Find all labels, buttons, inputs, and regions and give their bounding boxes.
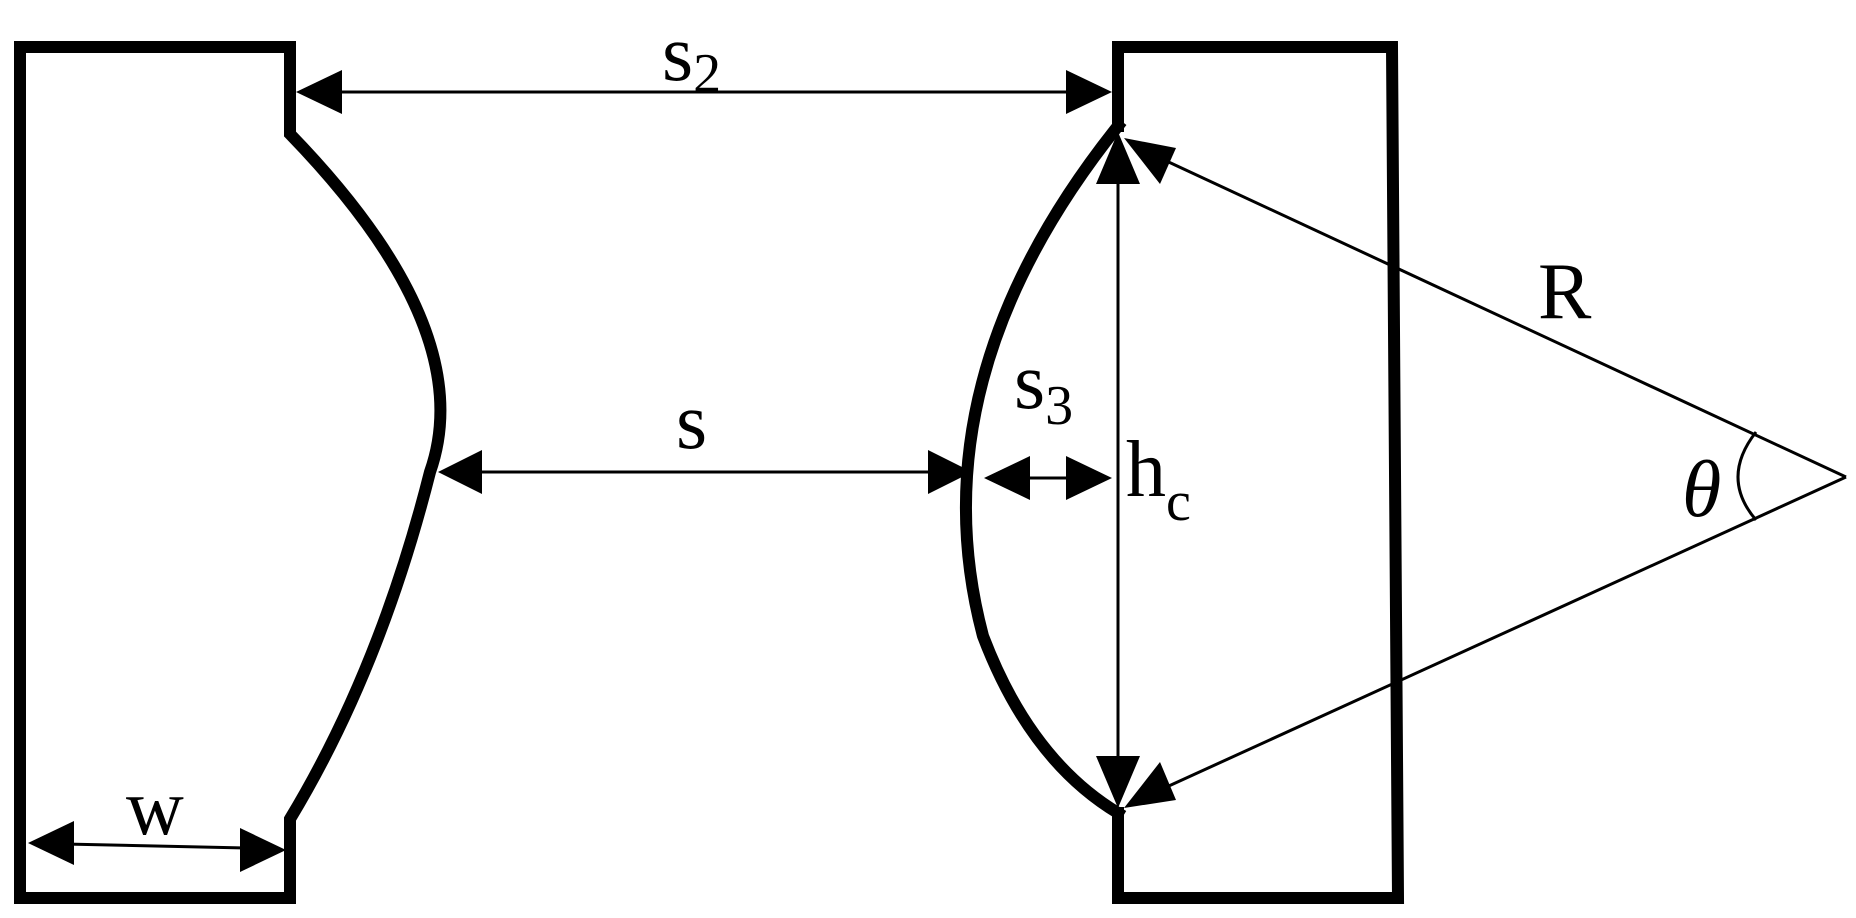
dimension-s2-arrow (296, 70, 1112, 114)
label-R: R (1538, 248, 1592, 336)
label-s: s (676, 378, 707, 466)
label-hc: hc (1126, 426, 1191, 533)
dimension-s-arrow (438, 450, 972, 494)
radius-lines (1124, 138, 1847, 808)
label-theta: θ (1682, 446, 1721, 534)
right-electrode-outline (1112, 41, 1405, 904)
label-w: w (126, 764, 184, 852)
label-s3: s3 (1014, 338, 1073, 437)
left-electrode-outline (14, 41, 447, 904)
theta-angle-arc (1736, 431, 1758, 521)
dimension-w-arrow (28, 821, 286, 872)
right-electrode-arc (959, 117, 1127, 822)
label-s2: s2 (662, 10, 721, 105)
dimension-s3-arrow (984, 456, 1112, 500)
dimension-hc-arrow (1096, 132, 1140, 808)
